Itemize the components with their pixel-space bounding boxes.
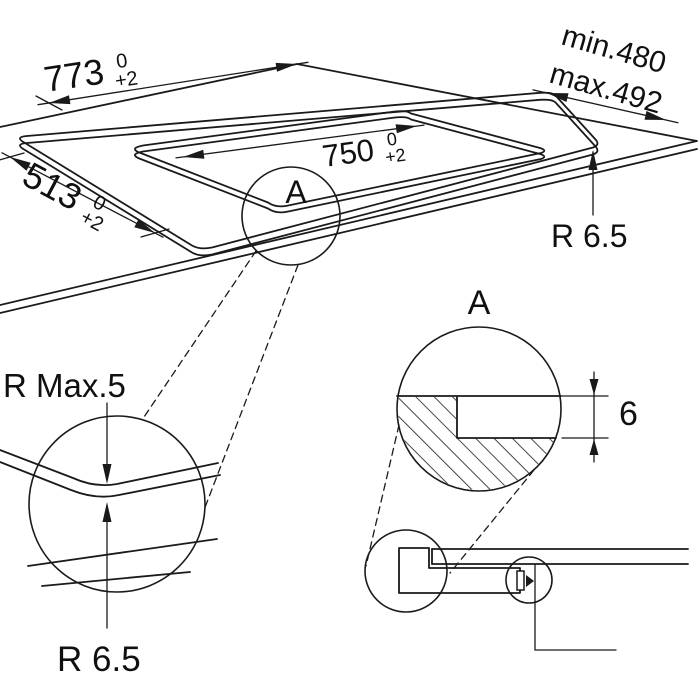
radius-callout-arrow bbox=[588, 150, 598, 170]
dim-cutout-depth-arrow-right bbox=[644, 111, 666, 120]
dim-773-tol-upper: 0 bbox=[115, 50, 129, 73]
dim-513-arrow-bottom bbox=[134, 219, 155, 233]
section-hatch-area bbox=[398, 397, 560, 490]
locator-circle bbox=[364, 529, 448, 613]
dim-773: 773 0 +2 bbox=[35, 50, 309, 111]
section-step-profile bbox=[456, 396, 557, 439]
glass-section-outline bbox=[398, 547, 521, 594]
dim-773-line bbox=[37, 61, 309, 106]
cutout-outline-lower-edge bbox=[134, 116, 546, 214]
installation-section bbox=[364, 529, 689, 651]
leader-dashed-right bbox=[203, 264, 299, 511]
top-view: 773 0 +2 513 0 +2 750 0 bbox=[0, 19, 698, 511]
dim-773-arrow-left bbox=[49, 95, 71, 105]
dim-773-label: 773 bbox=[41, 50, 106, 99]
section-detail-a: A 6 bbox=[365, 284, 638, 574]
radius-max-arrow bbox=[102, 464, 112, 484]
radius-callout-top: R 6.5 bbox=[551, 150, 627, 254]
worktop-section bbox=[431, 548, 689, 565]
dim-750: 750 0 +2 bbox=[175, 124, 425, 174]
dim-cutout-depth: min.480 max.492 bbox=[532, 19, 679, 124]
clamp-leader-line bbox=[534, 563, 617, 651]
dim-750-line bbox=[175, 124, 425, 159]
radius-65-arrow bbox=[102, 502, 112, 522]
edge-profile-upper bbox=[0, 449, 219, 487]
dim-750-arrow-right bbox=[395, 124, 417, 134]
clamp-icon bbox=[516, 570, 534, 591]
cutout-outline bbox=[134, 110, 546, 208]
radius-max-callout: R Max.5 bbox=[3, 367, 126, 484]
edge-profile-lower bbox=[0, 461, 221, 498]
worktop-front-bottom-edge bbox=[0, 148, 698, 314]
dim-750-tol-lower: +2 bbox=[384, 145, 407, 168]
radius-65-label: R 6.5 bbox=[57, 640, 141, 679]
section-detail-circle bbox=[396, 326, 562, 492]
clamp-pointer bbox=[526, 575, 534, 587]
dim-513-arrow-top bbox=[10, 157, 31, 171]
corner-detail-circle bbox=[28, 415, 206, 593]
worktop-outline bbox=[0, 63, 698, 306]
corner-detail: R Max.5 R 6.5 bbox=[0, 367, 221, 679]
detail-circle-a bbox=[241, 166, 341, 266]
dim-773-arrow-right bbox=[275, 62, 297, 72]
section-detail-title: A bbox=[468, 284, 491, 322]
thickness-dim: 6 bbox=[561, 371, 638, 463]
dim-513-tol-lower: +2 bbox=[77, 206, 107, 236]
dim-cutout-depth-arrow-left bbox=[547, 93, 569, 102]
leader-dashed-left bbox=[141, 250, 257, 421]
thickness-arrow-bottom bbox=[589, 439, 599, 455]
section-leader-right bbox=[449, 469, 535, 574]
worktop-front-edge-detail bbox=[41, 571, 191, 587]
detail-circle-a-label: A bbox=[285, 174, 307, 210]
radius-max-label: R Max.5 bbox=[3, 367, 126, 404]
glass-front-edge-detail bbox=[27, 538, 218, 567]
thickness-label: 6 bbox=[619, 395, 638, 433]
radius-callout-label: R 6.5 bbox=[551, 218, 627, 254]
dim-513-line bbox=[1, 152, 164, 238]
clamp-circle bbox=[505, 556, 553, 604]
dim-750-label: 750 bbox=[320, 132, 376, 174]
radius-65-callout: R 6.5 bbox=[57, 502, 141, 679]
dim-750-arrow-left bbox=[183, 149, 205, 159]
section-leader-left bbox=[365, 424, 400, 567]
clamp-body bbox=[516, 570, 525, 591]
dim-513: 513 0 +2 bbox=[0, 152, 170, 238]
thickness-arrow-top bbox=[589, 379, 599, 395]
dim-773-tol-lower: +2 bbox=[114, 67, 140, 92]
dim-750-tol-upper: 0 bbox=[385, 129, 398, 150]
